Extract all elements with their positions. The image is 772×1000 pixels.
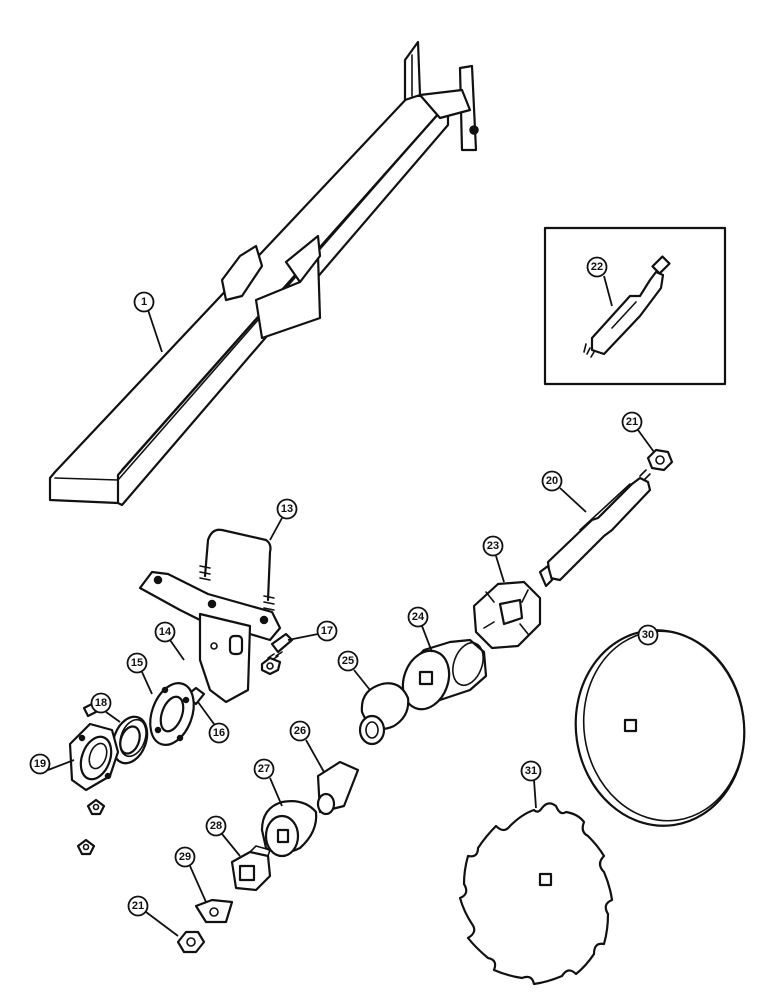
- part-26-tube: [316, 760, 360, 816]
- part-13-u-bolt: [199, 528, 275, 611]
- callout-21-bottom: 21: [127, 895, 149, 917]
- callout-31: 31: [520, 760, 542, 782]
- callout-30: 30: [637, 624, 659, 646]
- callout-26: 26: [289, 720, 311, 742]
- svg-text:13: 13: [281, 503, 293, 515]
- part-28-clamp: [230, 845, 272, 892]
- part-nut-small: [260, 656, 282, 676]
- svg-text:1: 1: [141, 296, 147, 308]
- svg-text:19: 19: [34, 758, 46, 770]
- part-25-bell: [358, 682, 410, 746]
- svg-text:15: 15: [131, 657, 143, 669]
- callout-1: 1: [133, 291, 155, 313]
- svg-text:29: 29: [179, 851, 191, 863]
- part-20-spool-bolt: [538, 469, 652, 588]
- part-24-spool: [401, 638, 488, 711]
- part-29-plate: [194, 898, 234, 924]
- svg-text:14: 14: [159, 626, 172, 638]
- svg-text:25: 25: [342, 655, 354, 667]
- callout-25: 25: [337, 650, 359, 672]
- callout-15: 15: [126, 652, 148, 674]
- callout-24: 24: [407, 606, 429, 628]
- part-30-disc-blade: [574, 629, 746, 827]
- svg-text:22: 22: [591, 261, 603, 273]
- part-15-flange: [149, 682, 195, 746]
- svg-text:27: 27: [258, 763, 270, 775]
- callout-19: 19: [29, 753, 51, 775]
- callout-22: 22: [586, 256, 608, 278]
- callouts: 1 13 14 15 16 17 18: [29, 256, 659, 937]
- svg-text:24: 24: [412, 611, 425, 623]
- callout-18: 18: [90, 692, 112, 714]
- part-31-notched-blade: [458, 802, 614, 986]
- callout-27: 27: [253, 758, 275, 780]
- svg-text:28: 28: [210, 820, 222, 832]
- part-19-housing: [68, 702, 120, 792]
- svg-text:31: 31: [525, 765, 537, 777]
- callout-29: 29: [174, 846, 196, 868]
- callout-21-top: 21: [621, 411, 643, 433]
- part-21-nut-top: [646, 448, 674, 472]
- part-nuts-lower-left: [76, 798, 106, 856]
- svg-text:18: 18: [95, 697, 107, 709]
- svg-text:16: 16: [213, 727, 225, 739]
- callout-28: 28: [205, 815, 227, 837]
- part-14-bracket: [138, 570, 282, 704]
- part-21-nut-bottom: [176, 930, 206, 954]
- callout-14: 14: [154, 621, 176, 643]
- part-1-gang-bar: [48, 40, 479, 507]
- svg-text:23: 23: [487, 540, 499, 552]
- svg-text:21: 21: [626, 416, 638, 428]
- callout-20: 20: [541, 470, 563, 492]
- svg-text:30: 30: [642, 629, 654, 641]
- svg-text:26: 26: [294, 725, 306, 737]
- inset-box-22: [543, 226, 727, 386]
- part-23-spool: [472, 580, 542, 650]
- callout-23: 23: [482, 535, 504, 557]
- callout-17: 17: [316, 620, 338, 642]
- svg-text:17: 17: [321, 625, 333, 637]
- svg-text:20: 20: [546, 475, 558, 487]
- callout-16: 16: [208, 722, 230, 744]
- part-27-bell: [260, 800, 318, 858]
- callout-13: 13: [276, 498, 298, 520]
- part-18-bearing: [111, 715, 149, 765]
- svg-text:21: 21: [132, 900, 144, 912]
